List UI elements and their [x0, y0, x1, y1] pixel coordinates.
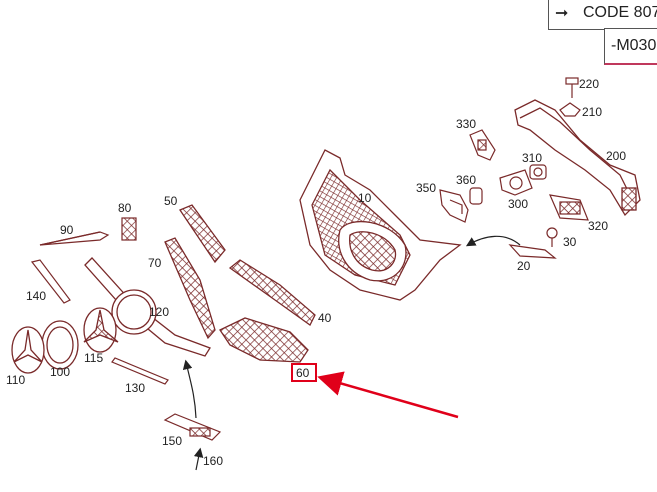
highlight-box [291, 363, 317, 382]
part-30-screw [546, 227, 558, 247]
callout-160: 160 [203, 454, 223, 468]
part-200-impact-rail [514, 99, 641, 217]
part-60-lower-intake [219, 317, 309, 363]
part-40-lower-grille [228, 259, 316, 326]
part-115-star-emblem [83, 307, 119, 353]
highlight-arrow [317, 371, 459, 419]
part-80-clip [121, 217, 137, 241]
assembly-arrow-20 [465, 235, 521, 247]
arrow-right-icon: ➞ [555, 5, 569, 22]
callout-100: 100 [50, 365, 70, 379]
part-20-bracket [508, 244, 557, 259]
part-150-badge [163, 413, 222, 441]
callout-110: 110 [6, 373, 25, 387]
code-label: CODE 807 [583, 4, 657, 21]
part-310-sensor [529, 164, 547, 180]
part-120-chrome-bar [84, 257, 211, 357]
model-code-box: -M030 [604, 28, 657, 65]
callout-300: 300 [508, 197, 528, 211]
callout-330: 330 [456, 117, 476, 131]
callout-130: 130 [125, 381, 145, 395]
part-210-clip [559, 102, 581, 117]
part-70-side-grille [164, 237, 216, 340]
callout-115: 115 [84, 351, 103, 365]
callout-80: 80 [118, 201, 132, 215]
callout-30: 30 [563, 235, 577, 249]
part-300-holder [499, 169, 533, 196]
part-350-bracket [439, 189, 469, 223]
model-code-label: -M030 [611, 37, 657, 54]
part-320-bracket [549, 194, 589, 221]
assembly-arrow-160 [193, 447, 204, 471]
callout-20: 20 [517, 259, 531, 273]
callout-210: 210 [582, 105, 602, 119]
code-box: ➞ CODE 807 [548, 0, 657, 30]
part-10-bumper-cover [299, 149, 462, 301]
callout-360: 360 [456, 173, 476, 187]
callout-60: 60 [296, 366, 310, 380]
callout-50: 50 [164, 194, 178, 208]
part-140-molding [30, 259, 71, 304]
callout-70: 70 [148, 256, 162, 270]
callout-40: 40 [318, 311, 332, 325]
callout-350: 350 [416, 181, 436, 195]
part-130-trim-strip [111, 357, 169, 385]
part-220-screw [565, 77, 579, 98]
part-90-rod [39, 231, 110, 246]
part-110-star [11, 326, 45, 374]
callout-140: 140 [26, 289, 46, 303]
assembly-arrow-150 [182, 359, 197, 419]
callout-310: 310 [522, 151, 542, 165]
callout-90: 90 [60, 223, 74, 237]
callout-220: 220 [579, 77, 599, 91]
callout-10: 10 [358, 191, 372, 205]
part-50-grille-strip [179, 204, 226, 264]
part-360-cap [469, 187, 483, 205]
part-100-emblem-ring [41, 320, 79, 370]
callout-200: 200 [606, 149, 626, 163]
callout-320: 320 [588, 219, 608, 233]
part-330-bracket [469, 129, 496, 161]
callout-150: 150 [162, 434, 182, 448]
callout-120: 120 [149, 305, 169, 319]
